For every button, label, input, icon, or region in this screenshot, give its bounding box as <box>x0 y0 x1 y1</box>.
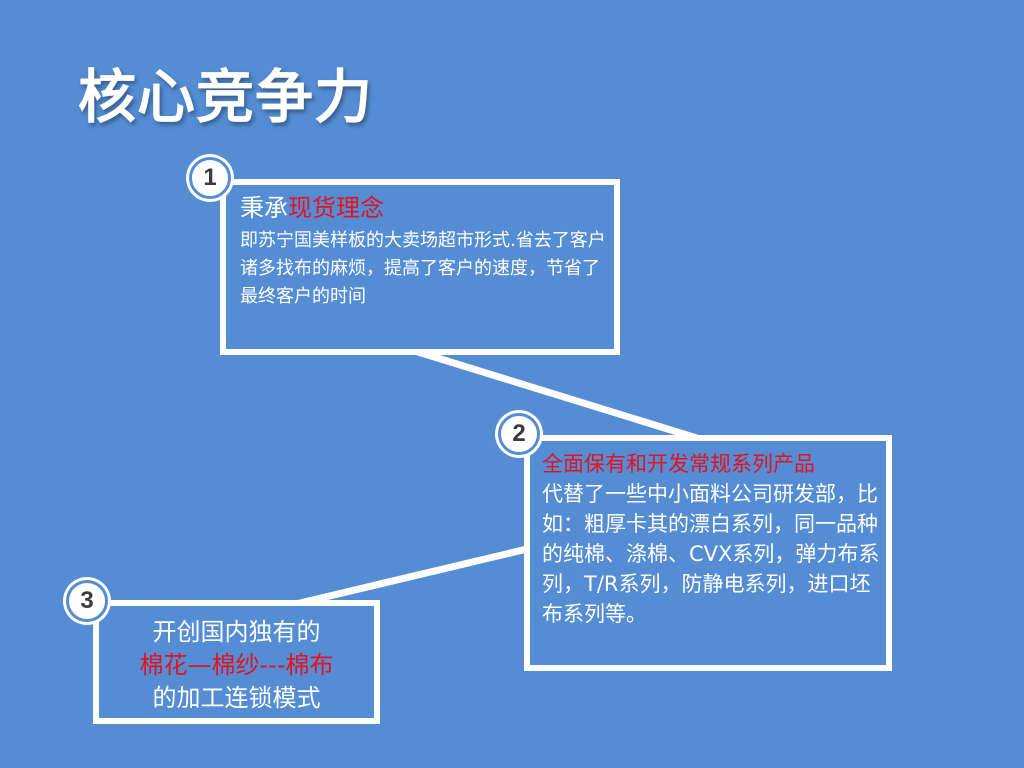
point-box-1: 秉承现货理念 即苏宁国美样板的大卖场超市形式.省去了客户诸多找布的麻烦，提高了客… <box>220 179 620 355</box>
number-badge-3: 3 <box>66 580 108 622</box>
point-1-heading: 秉承现货理念 <box>240 193 384 223</box>
point-2-body: 代替了一些中小面料公司研发部，比如：粗厚卡其的漂白系列，同一品种的纯棉、涤棉、C… <box>542 482 880 626</box>
connector-1-2 <box>416 348 702 443</box>
number-badge-2: 2 <box>498 413 540 455</box>
point-1-heading-highlight: 现货理念 <box>288 194 384 222</box>
point-2-text: 全面保有和开发常规系列产品代替了一些中小面料公司研发部，比如：粗厚卡其的漂白系列… <box>542 449 882 629</box>
point-box-3: 开创国内独有的棉花—棉纱---棉布的加工连锁模式 <box>93 600 380 724</box>
point-box-2: 全面保有和开发常规系列产品代替了一些中小面料公司研发部，比如：粗厚卡其的漂白系列… <box>524 435 892 671</box>
slide-title: 核心竞争力 <box>78 63 374 131</box>
point-3-line1: 开创国内独有的 <box>152 618 321 646</box>
point-1-body: 即苏宁国美样板的大卖场超市形式.省去了客户诸多找布的麻烦，提高了客户的速度，节省… <box>240 227 610 311</box>
point-2-heading-highlight: 全面保有和开发常规系列产品 <box>542 452 815 476</box>
point-1-body-rest: 省去了客户诸多找布的麻烦，提高了客户的速度，节省了最终客户的时间 <box>240 230 606 307</box>
point-3-line2-highlight: 棉花—棉纱---棉布 <box>139 651 334 679</box>
point-1-heading-plain: 秉承 <box>240 194 288 222</box>
number-badge-1: 1 <box>189 157 231 199</box>
point-1-body-lead: 即苏宁国美样板的大卖场超市形式. <box>240 230 516 251</box>
point-3-text: 开创国内独有的棉花—棉纱---棉布的加工连锁模式 <box>99 616 374 715</box>
connector-2-3 <box>295 545 528 608</box>
point-3-line3: 的加工连锁模式 <box>152 684 321 712</box>
